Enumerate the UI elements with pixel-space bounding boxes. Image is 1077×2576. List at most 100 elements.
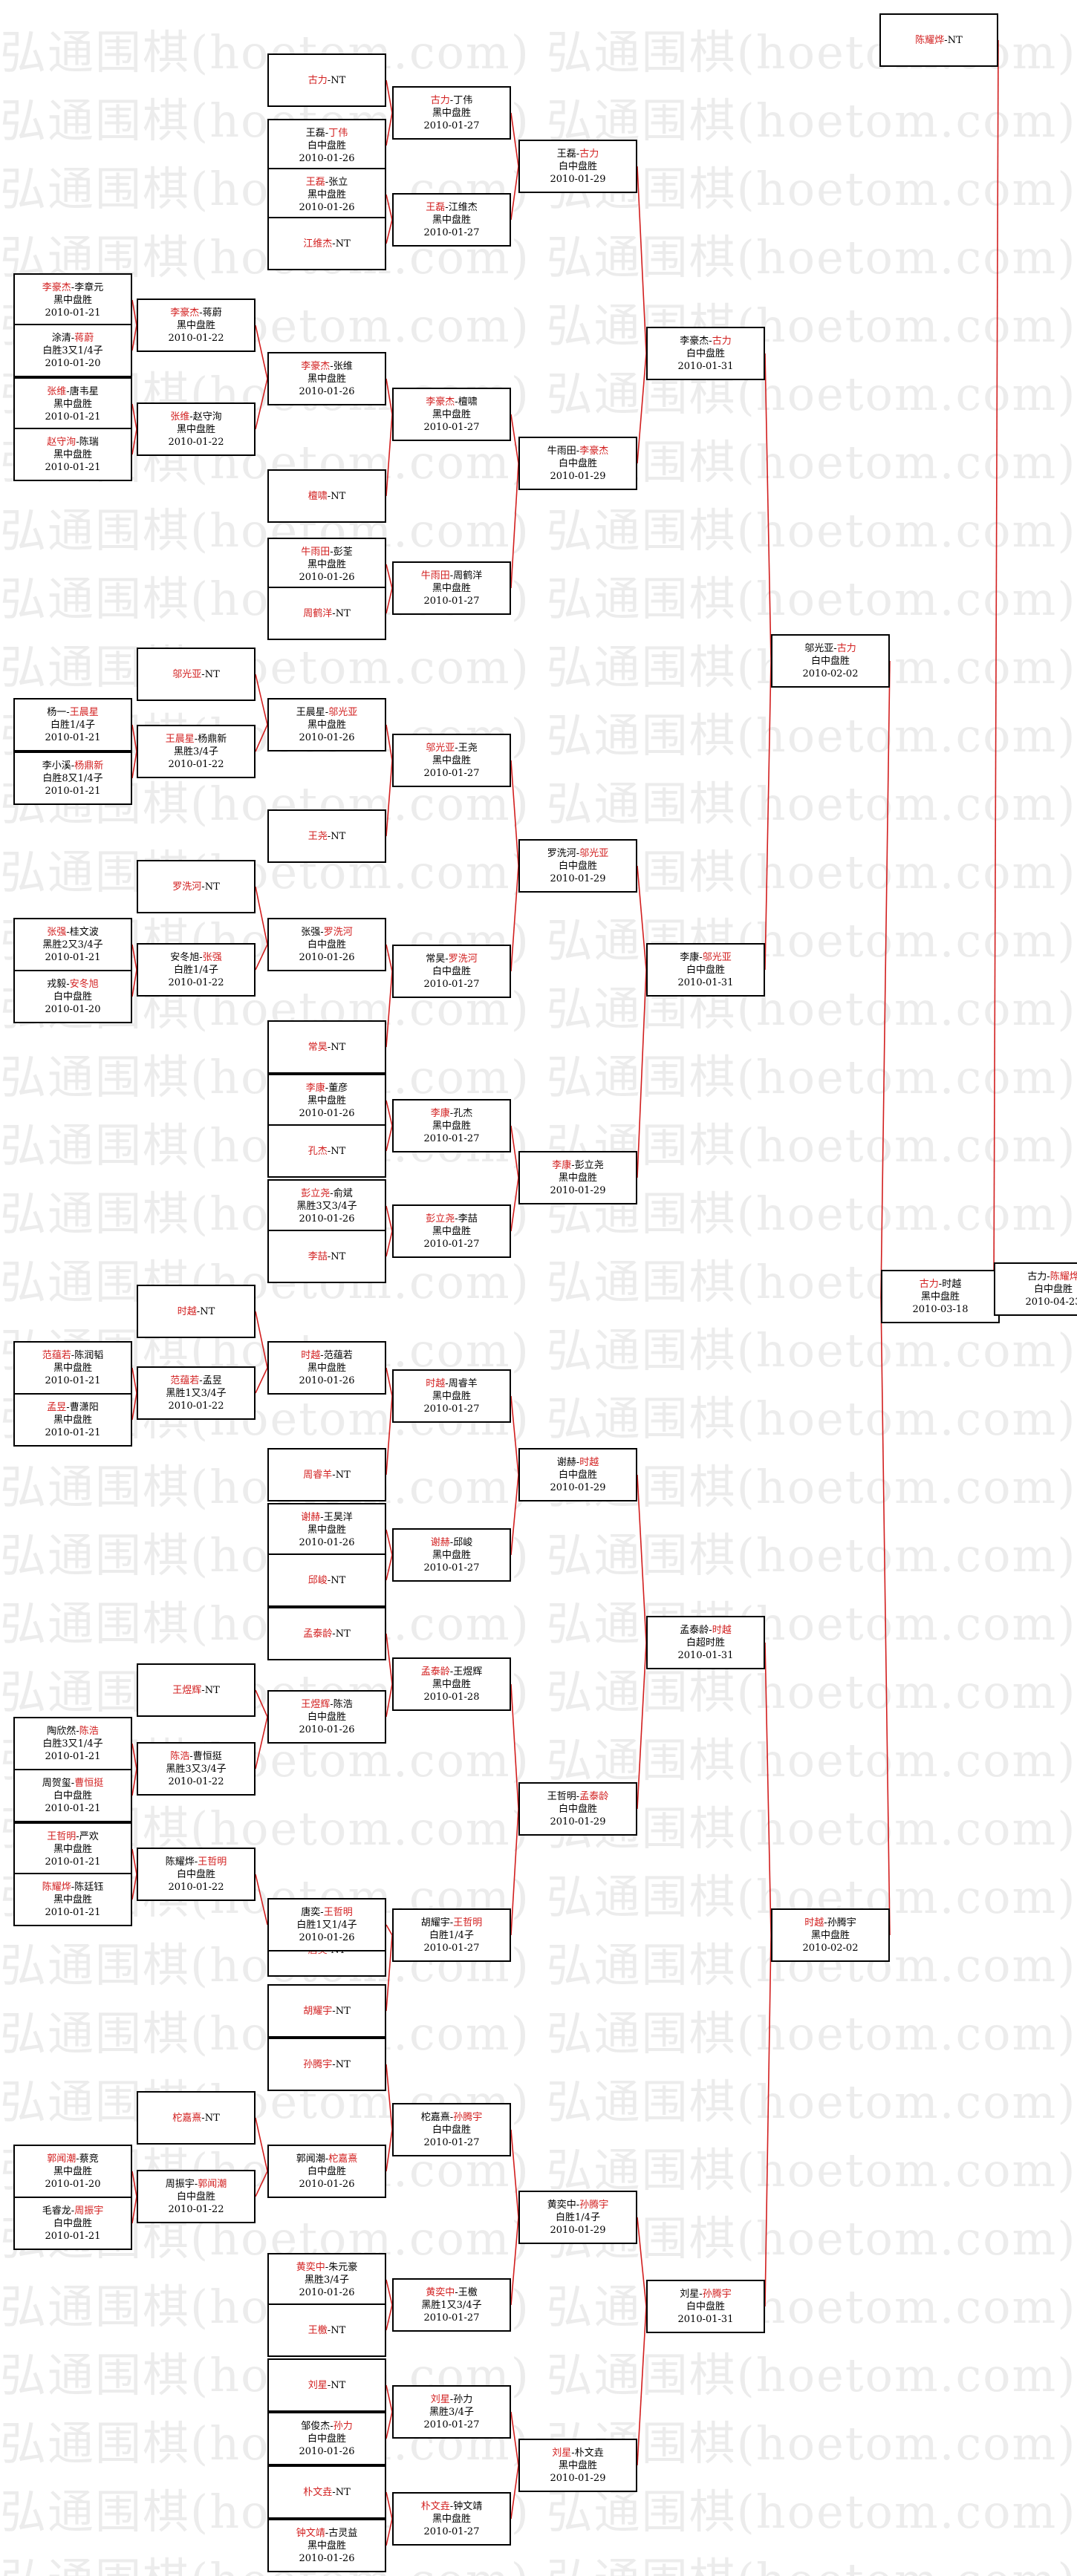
player-black: 孔杰 bbox=[308, 1145, 328, 1157]
player-white: 柁嘉熹 bbox=[328, 2153, 358, 2165]
player-white: 王哲明 bbox=[323, 1906, 353, 1918]
separator: - bbox=[332, 2005, 336, 2017]
match-result: 黑中盘胜 bbox=[53, 398, 92, 410]
match-result: 白中盘胜 bbox=[53, 2217, 92, 2229]
player-black: 牛雨田 bbox=[547, 445, 576, 457]
player-white: 曹潇阳 bbox=[69, 1401, 99, 1413]
player-white: 杨鼎新 bbox=[74, 760, 104, 772]
player-white: 丁伟 bbox=[328, 127, 348, 139]
player-black: 彭立尧 bbox=[426, 1213, 455, 1225]
match-players: 王哲明-孟泰龄 bbox=[547, 1790, 608, 1803]
separator: - bbox=[201, 2112, 205, 2124]
player-white: 桂文波 bbox=[69, 926, 99, 938]
match-date: 2010-01-27 bbox=[423, 2312, 480, 2324]
match-result: 白胜1又1/4子 bbox=[296, 1919, 357, 1931]
player-white: 孔杰 bbox=[453, 1107, 473, 1119]
separator: - bbox=[66, 385, 70, 397]
match-result: 白胜8又1/4子 bbox=[42, 772, 103, 784]
match-players: 时越-NT bbox=[178, 1305, 215, 1318]
match-box: 王煜辉-NT bbox=[137, 1663, 256, 1717]
match-result: 白中盘胜 bbox=[432, 965, 471, 977]
match-players: 胡耀宇-王哲明 bbox=[421, 1917, 482, 1929]
player-white: 赵守洵 bbox=[192, 411, 222, 423]
match-result: 黑中盘胜 bbox=[307, 558, 346, 570]
match-players: 王晨星-杨鼎新 bbox=[166, 733, 227, 746]
match-players: 孟泰龄-王煜辉 bbox=[421, 1666, 482, 1678]
player-black: 胡耀宇 bbox=[420, 1917, 450, 1928]
match-result: 白中盘胜 bbox=[558, 860, 597, 872]
match-result: 黑中盘胜 bbox=[558, 2459, 597, 2471]
bracket-line bbox=[510, 2465, 519, 2520]
separator: - bbox=[833, 642, 837, 654]
match-players: 罗洗河-邬光亚 bbox=[547, 847, 608, 860]
player-black: 李康 bbox=[680, 951, 700, 963]
player-black: 朴文垚 bbox=[303, 2486, 333, 2498]
bracket-line bbox=[131, 724, 137, 752]
player-black: 郭闻潮 bbox=[47, 2153, 77, 2165]
separator: - bbox=[709, 1624, 712, 1636]
separator: - bbox=[449, 1107, 454, 1119]
match-result: 黑中盘胜 bbox=[432, 582, 471, 594]
player-white: 陈润韬 bbox=[74, 1349, 104, 1361]
bracket-line bbox=[255, 1311, 268, 1369]
bracket-line bbox=[385, 219, 393, 244]
bracket-line bbox=[510, 760, 519, 867]
match-players: 邬光亚-古力 bbox=[804, 642, 856, 655]
match-date: 2010-01-26 bbox=[299, 731, 355, 743]
bracket-line bbox=[385, 112, 393, 146]
match-result: 黑中盘胜 bbox=[53, 449, 92, 460]
separator: - bbox=[194, 733, 198, 745]
match-result: 白中盘胜 bbox=[53, 991, 92, 1002]
match-players: 安冬旭-张强 bbox=[170, 951, 221, 964]
separator: - bbox=[194, 2178, 198, 2190]
separator: - bbox=[320, 926, 324, 938]
separator: - bbox=[576, 148, 580, 160]
match-date: 2010-01-27 bbox=[423, 1562, 480, 1574]
match-result: 白胜1/4子 bbox=[429, 1929, 474, 1941]
player-white: NT bbox=[335, 238, 351, 250]
bracket-line bbox=[510, 1125, 519, 1178]
bracket-line bbox=[880, 1296, 891, 1936]
player-white: 古力 bbox=[712, 335, 732, 347]
match-players: 孟昱-曹潇阳 bbox=[47, 1401, 98, 1414]
match-date: 2010-01-27 bbox=[423, 1942, 480, 1954]
match-players: 陈浩-曹恒挺 bbox=[170, 1750, 221, 1763]
player-black: 胡耀宇 bbox=[303, 2005, 333, 2017]
match-players: 戎毅-安冬旭 bbox=[47, 978, 98, 991]
player-white: NT bbox=[204, 668, 220, 680]
match-players: 张维-赵守洵 bbox=[170, 411, 221, 423]
match-players: 王煜辉-NT bbox=[172, 1684, 219, 1697]
player-black: 孟泰龄 bbox=[420, 1666, 450, 1677]
match-date: 2010-01-21 bbox=[45, 731, 101, 743]
separator: - bbox=[449, 570, 454, 581]
player-black: 王磊 bbox=[305, 127, 325, 139]
player-white: 孟昱 bbox=[202, 1375, 222, 1386]
separator: - bbox=[327, 1145, 331, 1157]
separator: - bbox=[449, 1917, 454, 1928]
separator: - bbox=[189, 1750, 193, 1762]
player-white: 曹恒挺 bbox=[192, 1750, 222, 1762]
match-date: 2010-01-27 bbox=[423, 1132, 480, 1144]
bracket-line bbox=[637, 969, 647, 1178]
player-white: 邬光亚 bbox=[328, 706, 358, 718]
player-black: 王檄 bbox=[308, 2324, 328, 2336]
separator: - bbox=[332, 2058, 336, 2070]
player-black: 陶欣然 bbox=[47, 1725, 77, 1737]
match-players: 王哲明-严欢 bbox=[47, 1830, 98, 1843]
match-date: 2010-01-26 bbox=[299, 385, 355, 397]
bracket-line bbox=[131, 403, 137, 430]
bracket-line bbox=[510, 1683, 519, 1810]
player-black: 周睿羊 bbox=[303, 1469, 333, 1481]
match-result: 黑中盘胜 bbox=[432, 1120, 471, 1132]
player-white: 王煜辉 bbox=[453, 1666, 483, 1677]
player-black: 唐奕 bbox=[301, 1906, 321, 1918]
player-black: 王晨星 bbox=[165, 733, 195, 745]
match-date: 2010-01-26 bbox=[299, 2286, 355, 2298]
match-players: 刘星-孙腾宇 bbox=[680, 2288, 731, 2301]
player-white: NT bbox=[331, 1574, 346, 1586]
